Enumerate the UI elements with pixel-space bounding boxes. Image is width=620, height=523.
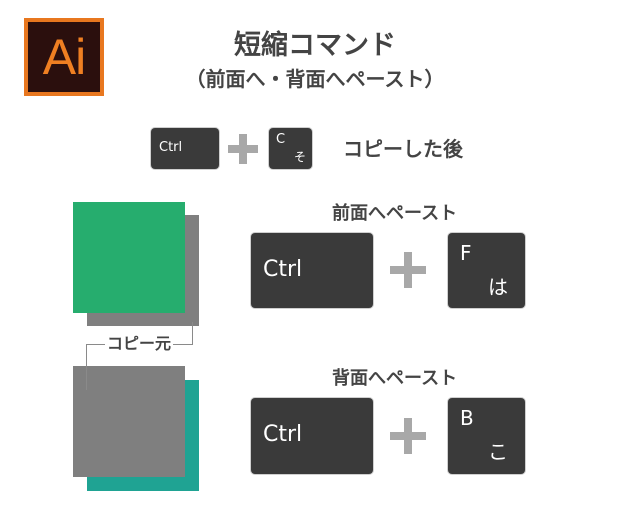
source-label: コピー元 [105, 333, 174, 355]
page-subtitle: （前面へ・背面へペースト） [185, 67, 445, 91]
key-ctrl-back: Ctrl [251, 398, 373, 474]
key-ctrl-small: Ctrl [151, 128, 219, 169]
key-label: B [460, 406, 474, 430]
plus-icon [239, 134, 247, 164]
key-kana: は [488, 275, 508, 299]
key-kana: そ [294, 150, 307, 164]
logo-text: Ai [42, 29, 86, 85]
bracket-line [86, 344, 87, 390]
copied-object-gray [73, 366, 185, 477]
key-ctrl-front: Ctrl [251, 233, 373, 308]
paste-back-caption: 背面へペースト [332, 368, 458, 389]
key-kana: こ [488, 440, 508, 464]
plus-icon [404, 418, 412, 454]
key-label: C [276, 132, 286, 147]
key-b: B こ [448, 398, 525, 474]
key-c: C そ [269, 128, 312, 169]
key-label: Ctrl [263, 422, 303, 447]
bracket-line [192, 322, 193, 345]
adobe-illustrator-logo: Ai [24, 18, 104, 96]
key-f: F は [448, 233, 525, 308]
page-title: 短縮コマンド [234, 30, 396, 61]
key-label: Ctrl [263, 257, 303, 282]
copy-caption: コピーした後 [343, 137, 463, 161]
plus-icon [404, 252, 412, 288]
key-label: Ctrl [159, 140, 183, 155]
key-label: F [460, 241, 472, 265]
pasted-front-object-green [73, 202, 185, 313]
paste-front-caption: 前面へペースト [332, 203, 458, 224]
